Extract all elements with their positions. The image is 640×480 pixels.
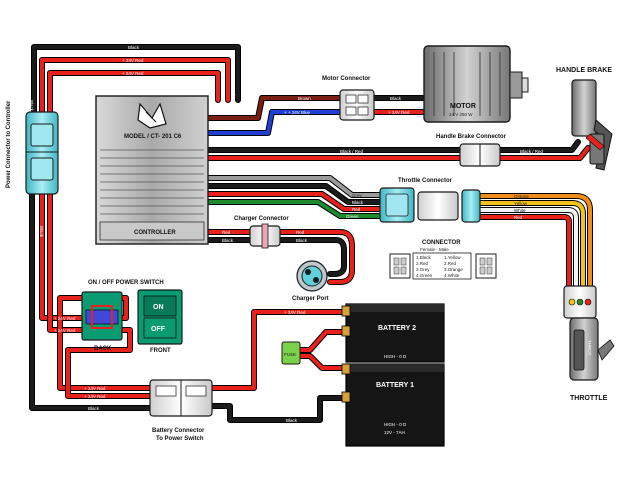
legend-pin-6: 2.Red [444,261,457,266]
connector-legend-subtitle: Female - Male [420,247,449,252]
wire-label-charger-red-2: Red [296,230,305,235]
wire-label-red-top-2: + 24V Red [122,71,144,76]
wire-label-motor-red: + 24V Red [388,110,410,115]
wire-label-switch-red-1: + 24V Red [54,316,76,321]
handle-brake-label: HANDLE BRAKE [556,67,612,74]
wire-label-blue: + + 24V Blue [284,110,311,115]
wire-label-battery-red: + 24V Red [284,310,306,315]
wire-label-white: White [514,208,526,213]
charger-port-label: Charger Port [292,296,329,302]
wire-label-black-red: Black / Red [340,149,364,154]
legend-pin-3: 3.Grey [416,267,430,272]
wires [29,44,593,423]
throttle-connector [379,187,481,223]
power-connector-label: Power Connector to Controller [6,100,12,188]
controller-label: CONTROLLER [134,230,176,236]
connector-legend-title: CONNECTOR [422,240,461,246]
motor [423,45,529,123]
wire-label-grey: Grey [352,193,363,198]
wire-label-motor-black: Black [390,96,402,101]
wire-labels: Black + 24V Red + 24V Red Brown + + 24V … [29,45,544,423]
power-connector [25,111,59,195]
connector-legend [389,252,497,280]
legend-pin-7: 3.Orange [444,267,463,272]
handle-brake-connector-label: Handle Brake Connector [436,134,507,140]
wire-label-charger-red: Red [222,230,231,235]
wire-label-switch-red-2: + 24V Red [54,328,76,333]
legend-pin-2: 2.Red [416,261,429,266]
switch-front [137,289,183,345]
throttle-body-text: THROT [587,340,592,356]
battery-2 [341,303,445,363]
battery-connector-label-1: Battery Connector [152,428,205,434]
motor-label: MOTOR [450,103,476,110]
wire-label-bottom-red-2: + 24V Red [84,394,106,399]
wire-label-red-throttle: Red [514,215,523,220]
wire-label-green: Green [346,214,359,219]
wire-label-charger-black-2: Black [296,238,308,243]
wire-label-left-black-top: Black [29,100,34,112]
wire-label-red-top-1: + 24V Red [122,58,144,63]
battery-2-label: BATTERY 2 [378,325,416,332]
battery-connector-label-2: To Power Switch [156,436,204,442]
wire-label-right-red-1: + 24V Red [231,74,236,96]
charger-connector [249,223,281,249]
switch-off-label: OFF [151,326,166,333]
wire-label-brown: Brown [298,96,311,101]
wire-label-black-t: Black [352,200,364,205]
handle-brake-connector [459,143,501,167]
switch-title: ON / OFF POWER SWITCH [88,280,164,286]
throttle [563,285,615,381]
fuse-label: FUSE [284,352,296,357]
battery-1-label: BATTERY 1 [376,382,414,389]
wire-label-bottom-black: Black [88,406,100,411]
wire-label-yellow: Yellow [514,201,528,206]
throttle-label: THROTTLE [570,395,608,402]
battery-1-spec-1: HIGH - 0 D [384,422,407,427]
battery-1-spec-2: 12V - 7AH [384,430,405,435]
switch-back-label: BACK [94,346,112,352]
battery-2-spec: HIGH - 0 D [384,354,407,359]
wire-label-left-black: Black [39,226,44,238]
legend-pin-5: 1.Yellow [444,255,461,260]
wire-label-charger-black: Black [222,238,234,243]
wire-label-orange: Orange [514,194,530,199]
legend-pin-1: 1.Black [416,255,432,260]
bird-logo-icon [137,102,167,129]
legend-pin-8: 4.White [444,273,460,278]
fuse-icon [281,341,301,365]
switch-on-label: ON [153,304,164,311]
throttle-connector-label: Throttle Connector [398,178,453,184]
wire-label-brake-black-red: Black / Red [520,149,544,154]
charger-port [296,260,328,292]
charger-connector-label: Charger Connector [234,216,289,222]
handle-brake [571,79,613,171]
battery-connector [149,379,213,417]
switch-front-label: FRONT [150,348,171,354]
controller-model: MODEL / CT- 201 C6 [124,134,182,140]
motor-connector [339,89,375,121]
switch-back [81,291,123,341]
battery-1 [341,363,445,447]
motor-spec: 24 V 250 W [449,112,473,117]
wire-label-red-t: Red [352,207,361,212]
wire-label-bottom-red-1: + 24V Red [84,386,106,391]
motor-connector-label: Motor Connector [322,76,371,82]
legend-pin-4: 4.Green [416,273,433,278]
wire-label-black-top: Black [128,45,140,50]
wire-label-battery-black: Black [286,418,298,423]
